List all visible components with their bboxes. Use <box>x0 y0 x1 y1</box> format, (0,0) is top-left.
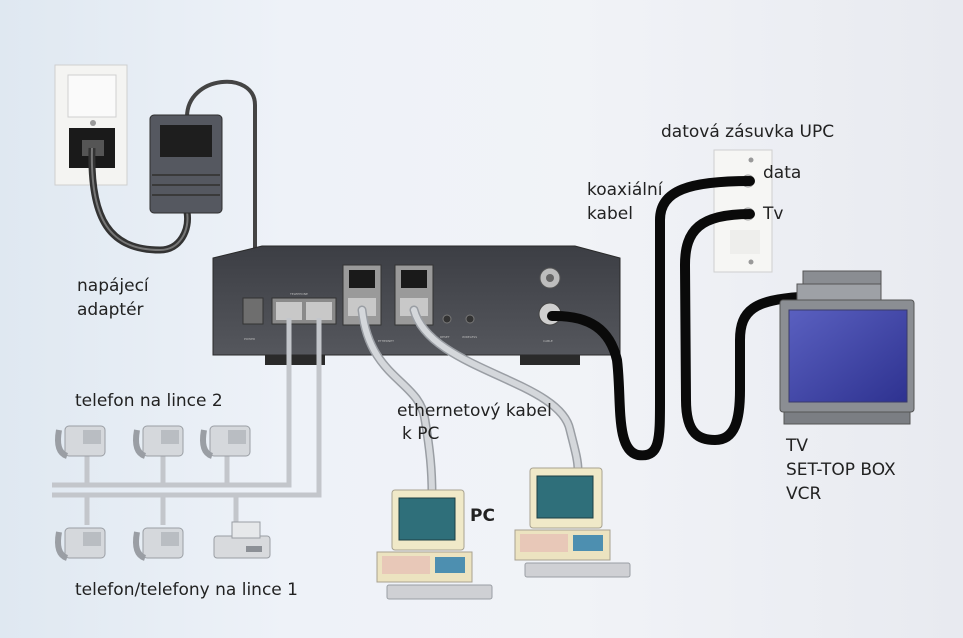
power-adapter-label-1: napájecí <box>77 276 149 296</box>
pc-label: PC <box>470 506 495 526</box>
phone-line2-3 <box>200 425 251 459</box>
telephone-wiring <box>52 318 322 525</box>
phone-line1-2 <box>133 527 184 561</box>
svg-text:RESET: RESET <box>440 335 450 339</box>
svg-text:POWER: POWER <box>244 337 255 341</box>
outlet-data-label: data <box>763 163 802 183</box>
pc-1 <box>376 489 493 600</box>
phone-line2-label: telefon na lince 2 <box>75 391 223 411</box>
vcr-label: VCR <box>786 484 822 504</box>
wall-outlet-label: datová zásuvka UPC <box>661 122 835 142</box>
ethernet-cable-label-1: ethernetový kabel <box>397 401 552 421</box>
coax-cable-label-1: koaxiální <box>587 180 663 200</box>
coax-cables <box>547 176 805 461</box>
set-top-box <box>802 270 882 286</box>
svg-text:CABLE: CABLE <box>543 339 553 343</box>
pc-2 <box>514 467 631 578</box>
power-adapter-label-2: adaptér <box>77 300 144 320</box>
phone-line2-2 <box>133 425 184 459</box>
ethernet-cable-label-2: k PC <box>402 424 440 444</box>
reset-button <box>442 314 452 324</box>
phone-line1-label: telefon/telefony na lince 1 <box>75 580 298 600</box>
cable-modem: POWER TELEPHONE ETHERNET RESET WIRELESS … <box>212 245 621 365</box>
wireless-setup-button <box>465 314 475 324</box>
svg-text:ETHERNET: ETHERNET <box>378 339 394 343</box>
power-port <box>242 297 264 325</box>
tv-label: TV <box>786 436 809 456</box>
tv-set <box>779 270 915 425</box>
fax-machine <box>213 521 271 559</box>
phone-line1-1 <box>55 527 106 561</box>
power-adapter <box>88 79 257 305</box>
set-top-box-label: SET-TOP BOX <box>786 460 896 480</box>
outlet-tv-label: Tv <box>763 204 784 224</box>
svg-text:TELEPHONE: TELEPHONE <box>289 292 308 296</box>
phone-line2-1 <box>55 425 106 459</box>
coax-cable-label-2: kabel <box>587 204 633 224</box>
ethernet-cables <box>357 305 583 500</box>
tv-screen <box>788 309 908 403</box>
svg-text:WIRELESS: WIRELESS <box>462 335 477 339</box>
power-wall-outlet <box>54 64 128 186</box>
